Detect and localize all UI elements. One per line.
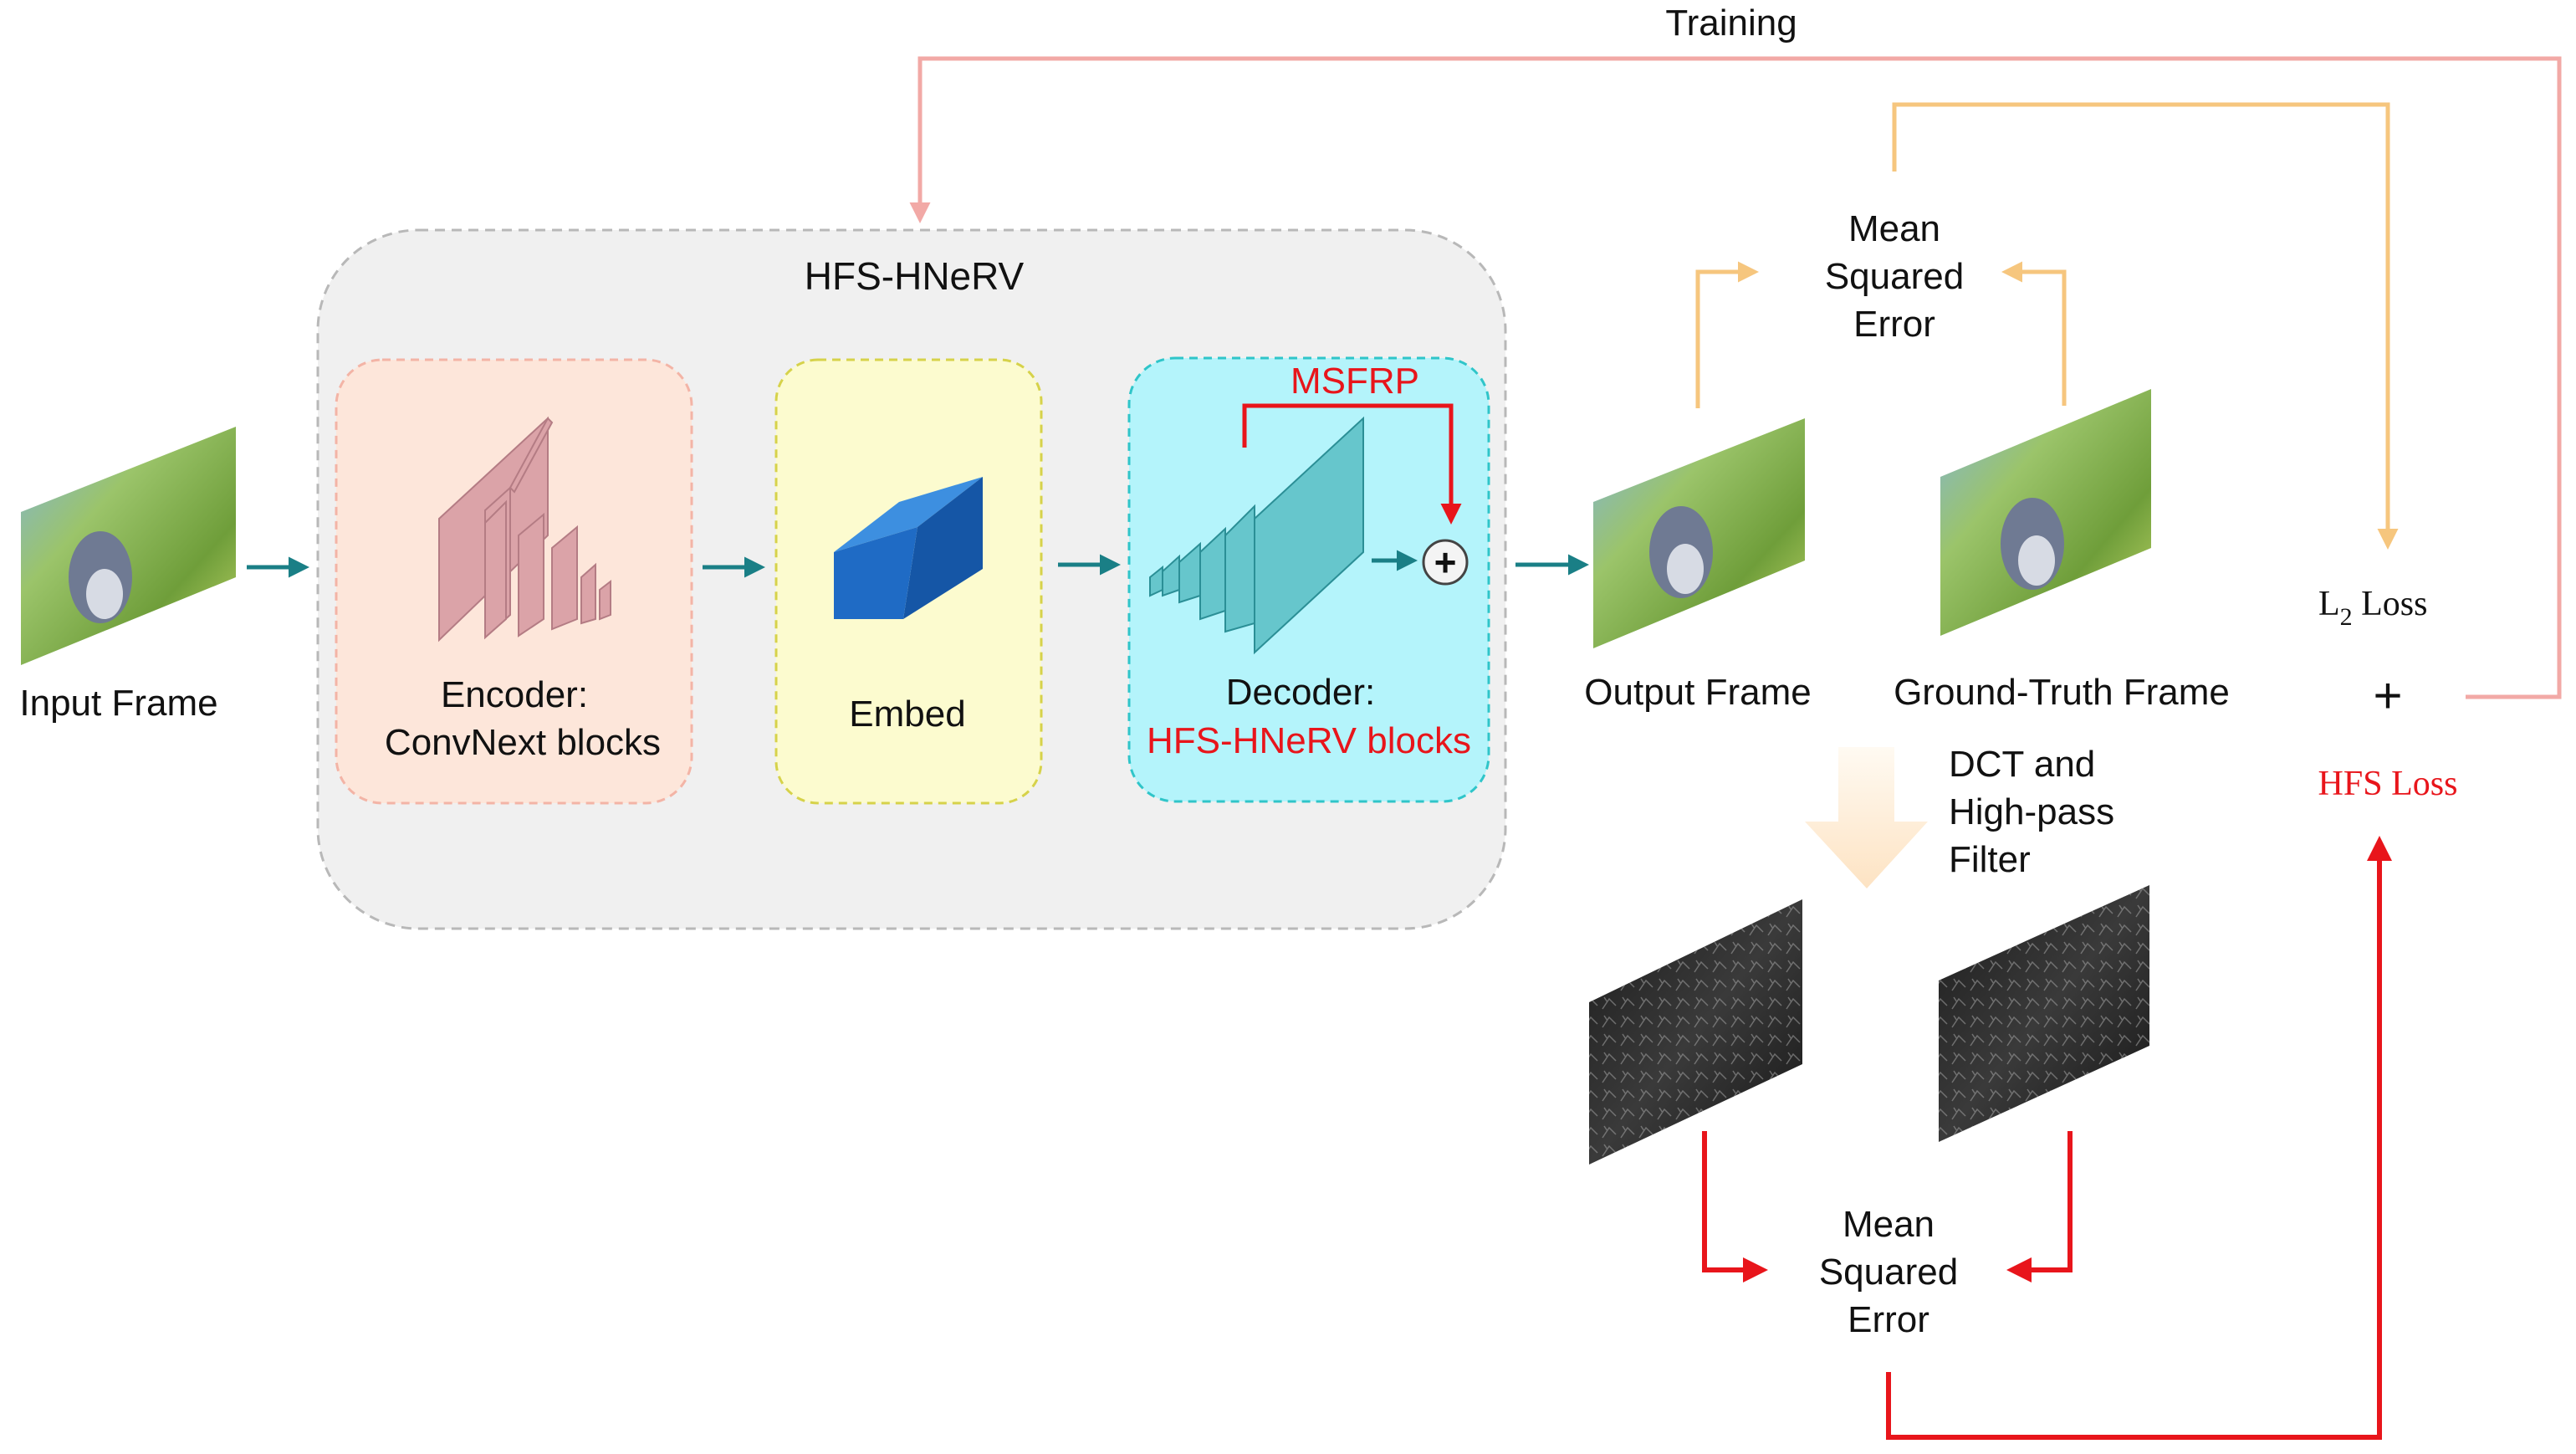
add-operator-icon [1422,539,1469,586]
output-frame-label: Output Frame [1584,672,1811,713]
mse-bottom-line3: Error [1848,1299,1929,1340]
mse-bottom-line1: Mean [1843,1204,1935,1245]
dct-filter-arrow [1805,747,1928,888]
ground-truth-frame-label: Ground-Truth Frame [1894,672,2230,713]
msfrp-label: MSFRP [1291,361,1419,402]
embed-cube-icon [834,477,983,619]
mse-top-line3: Error [1853,304,1935,345]
encoder-label-line2: ConvNext blocks [385,722,661,763]
decoder-label-line2: HFS-HNeRV blocks [1147,720,1471,761]
input-frame-image [21,427,236,665]
ground-truth-frame-image [1940,389,2151,636]
mse-top-line1: Mean [1848,208,1940,249]
add-operator-symbol: + [1434,540,1457,584]
training-label: Training [1665,3,1797,44]
mse-bottom-line2: Squared [1819,1252,1958,1293]
l2-loss-label: L2 Loss [2318,585,2428,631]
dct-filter-line2: High-pass [1949,791,2114,832]
hfs-loss-label: HFS Loss [2318,765,2458,803]
hfs-hnerv-title: HFS-HNeRV [805,254,1025,298]
dct-filter-line3: Filter [1949,839,2031,880]
decoder-icon [1149,416,1364,655]
arrow-output-to-mse-top [1695,261,1759,408]
arrow-mse-top-to-l2 [1892,102,2399,550]
input-frame-label: Input Frame [19,683,217,724]
arrow-mse-bottom-to-hfs-loss [1886,836,2392,1440]
filtered-ground-truth-frame-image [1939,885,2149,1142]
training-loop-arrow [909,56,2562,699]
output-frame-image [1593,418,1805,648]
encoder-box [335,358,693,805]
arrow-filtered-gt-to-mse [2006,1131,2073,1282]
encoder-icon [438,416,611,643]
dct-filter-line1: DCT and [1949,744,2095,785]
arrow-filtered-output-to-mse [1702,1131,1768,1282]
mse-top-line2: Squared [1825,256,1964,297]
filtered-output-frame-image [1589,899,1802,1165]
loss-sum-symbol: + [2373,668,2402,724]
msfrp-arrow [1242,403,1462,525]
embed-label: Embed [849,694,965,735]
arrow-gt-to-mse-top [2001,261,2067,406]
decoder-label-line1: Decoder: [1226,672,1376,713]
encoder-label-line1: Encoder: [441,674,588,715]
